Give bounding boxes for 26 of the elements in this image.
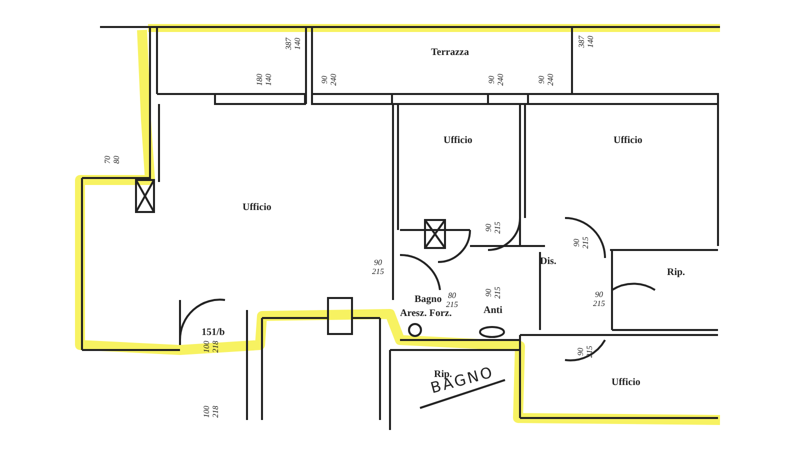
dimension-label: 90 215: [372, 259, 384, 277]
dimension-label: 90 215: [485, 286, 503, 299]
dimension-label: 180 140: [256, 74, 274, 86]
dimension-label: 90 215: [593, 291, 605, 309]
dimension-label: 80 215: [446, 292, 458, 310]
dimension-label: 100 218: [203, 406, 221, 418]
room-label: Ufficio: [612, 378, 640, 388]
room-label: Bagno: [414, 295, 442, 305]
room-label: Aresz. Forz.: [400, 309, 452, 319]
room-label: Anti: [484, 306, 502, 316]
room-label: Dis.: [540, 257, 556, 267]
room-label: Ufficio: [444, 136, 472, 146]
dimension-label: 90 215: [573, 236, 591, 249]
dimension-label: 90 240: [538, 74, 556, 86]
room-label: Rip.: [667, 268, 686, 278]
dimension-label: 100 218: [203, 340, 221, 353]
dimension-label: 70 80: [104, 156, 122, 164]
dimension-label: 90 240: [321, 74, 339, 86]
room-label: Ufficio: [614, 136, 642, 146]
dimension-label: 387 140: [285, 38, 303, 50]
room-label: Terrazza: [431, 48, 469, 58]
dimension-label: 90 240: [488, 74, 506, 86]
dimension-label: 90 215: [485, 222, 503, 234]
room-label: 151/b: [202, 328, 225, 338]
dimension-label: 387 140: [578, 36, 596, 48]
room-label: Ufficio: [242, 203, 272, 213]
